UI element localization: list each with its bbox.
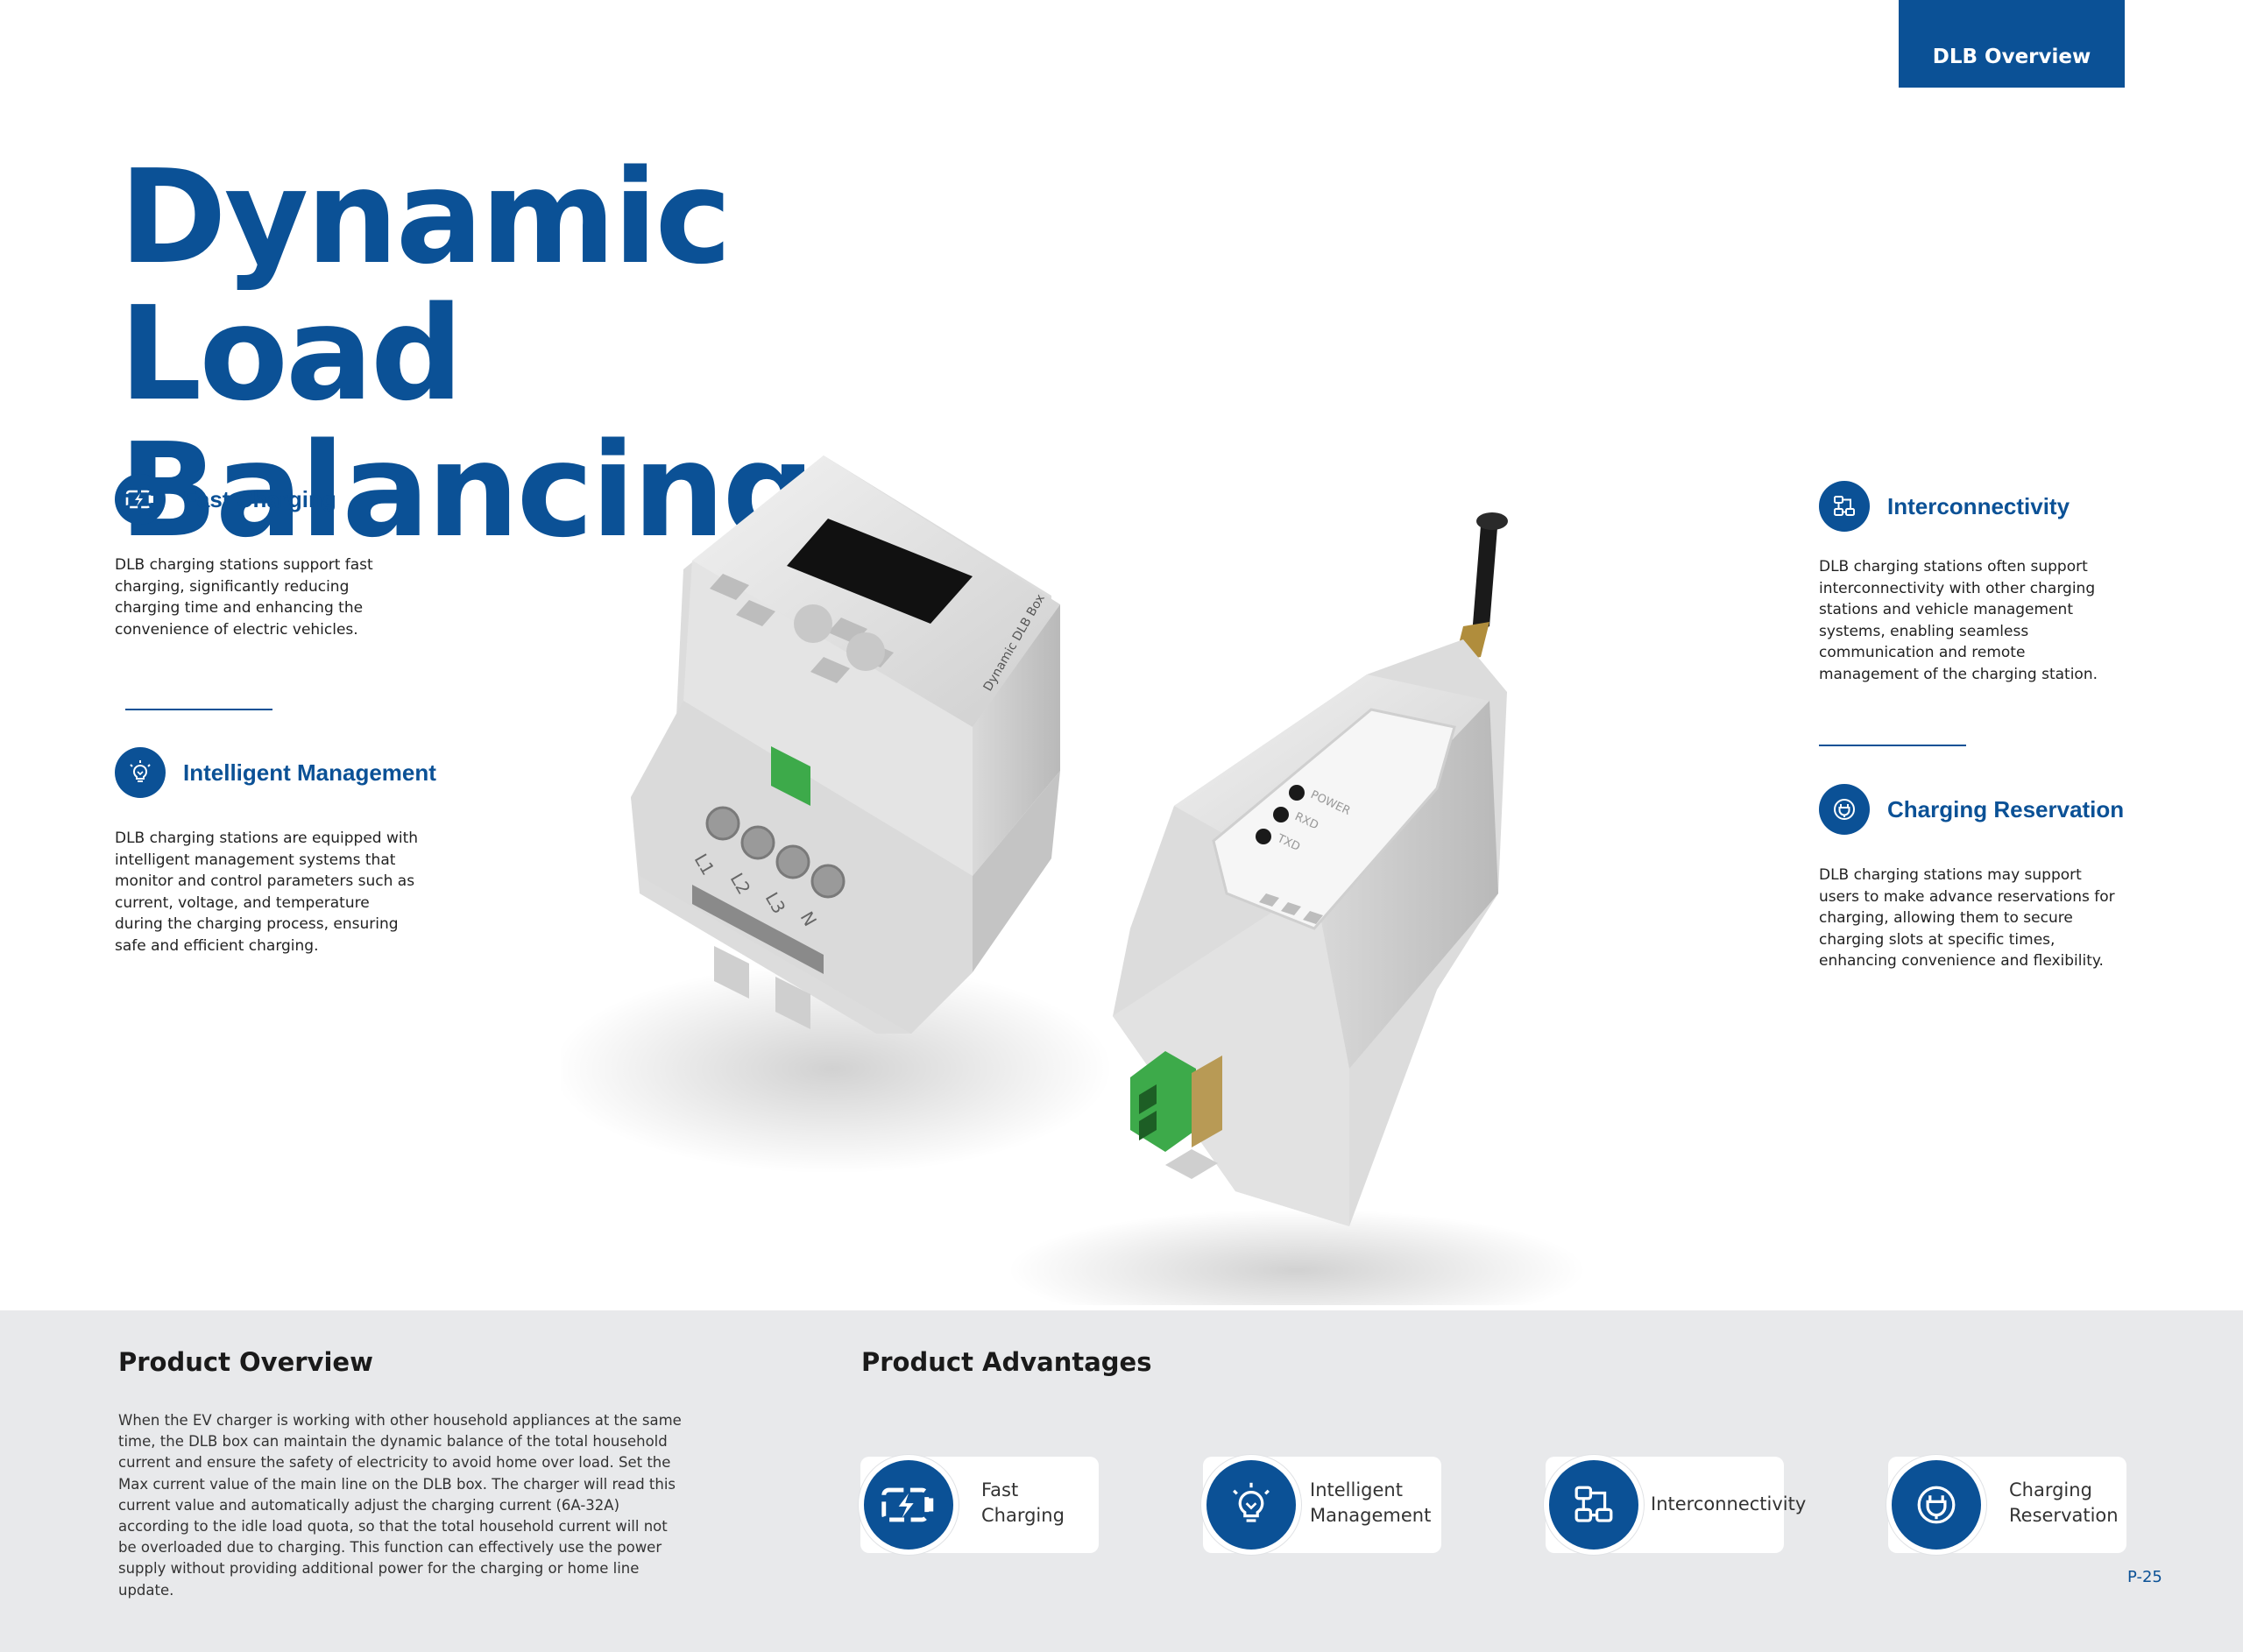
feature-title: Interconnectivity [1887, 492, 2070, 519]
led-indicator [1289, 785, 1305, 801]
charging-reservation-icon [1886, 1455, 1986, 1555]
product-overview-text: When the EV charger is working with othe… [118, 1412, 682, 1599]
feature-interconnectivity: Interconnectivity DLB charging stations … [1819, 481, 2117, 685]
bottom-panel [0, 1310, 2243, 1652]
page-title: Dynamic Load Balancing [119, 149, 1083, 559]
plus-button [846, 632, 885, 671]
feature-title: Intelligent Management [183, 759, 436, 786]
feature-fast-charging: Fast Charging DLB charging stations supp… [115, 474, 413, 640]
led-indicator [1256, 829, 1271, 844]
product-illustration: Dynamic DLB Box L1 L2 L3 N P [561, 455, 1586, 1305]
interconnectivity-icon [1819, 481, 1870, 532]
device-shadow [1008, 1209, 1586, 1305]
page-title-line-1: Dynamic Load [119, 142, 732, 429]
feature-title: Fast Charging [183, 485, 336, 512]
product-overview-heading: Product Overview [118, 1347, 373, 1377]
product-advantages-heading: Product Advantages [861, 1347, 1152, 1377]
minus-button [794, 604, 832, 643]
page-title-line-2: Balancing [119, 415, 815, 566]
advantage-label: Intelligent Management [1310, 1479, 1432, 1526]
advantage-card-intelligent-management: Intelligent Management [1201, 1455, 1441, 1555]
advantage-card-interconnectivity: Interconnectivity [1544, 1455, 1806, 1555]
section-tab-label: DLB Overview [1932, 46, 2091, 68]
fast-charging-icon [115, 474, 166, 525]
wireless-dlb-module: POWER RXD TXD [1113, 512, 1508, 1226]
feature-description: DLB charging stations may support users … [1819, 866, 2115, 970]
feature-charging-reservation: Charging Reservation DLB charging statio… [1819, 784, 2124, 972]
page-number: P-25 [2127, 1568, 2162, 1586]
section-tab: DLB Overview [1899, 0, 2125, 88]
advantage-label: Fast Charging [981, 1479, 1065, 1526]
interconnectivity-icon [1544, 1455, 1644, 1555]
divider [125, 709, 272, 710]
green-connector [771, 746, 810, 806]
lcd-screen [787, 519, 973, 624]
feature-description: DLB charging stations often support inte… [1819, 558, 2098, 683]
device-shadow [561, 964, 1113, 1174]
dlb-box-device: Dynamic DLB Box L1 L2 L3 N [631, 455, 1060, 1034]
intelligent-management-icon [1201, 1455, 1301, 1555]
feature-description: DLB charging stations support fast charg… [115, 556, 373, 639]
status-panel [1212, 708, 1456, 930]
feature-title: Charging Reservation [1887, 795, 2125, 822]
led-indicator [1273, 807, 1289, 822]
divider [1819, 745, 1966, 746]
advantage-label: Interconnectivity [1651, 1493, 1807, 1514]
plug-icon [1819, 784, 1870, 835]
fast-charging-icon [859, 1455, 959, 1555]
feature-intelligent-management: Intelligent Management DLB charging stat… [115, 747, 436, 957]
advantage-label: Charging Reservation [2009, 1479, 2119, 1526]
lightbulb-icon [115, 747, 166, 798]
antenna [1472, 517, 1498, 635]
advantage-card-fast-charging: Fast Charging [859, 1455, 1099, 1555]
feature-description: DLB charging stations are equipped with … [115, 830, 419, 955]
advantage-card-charging-reservation: Charging Reservation [1886, 1455, 2126, 1555]
